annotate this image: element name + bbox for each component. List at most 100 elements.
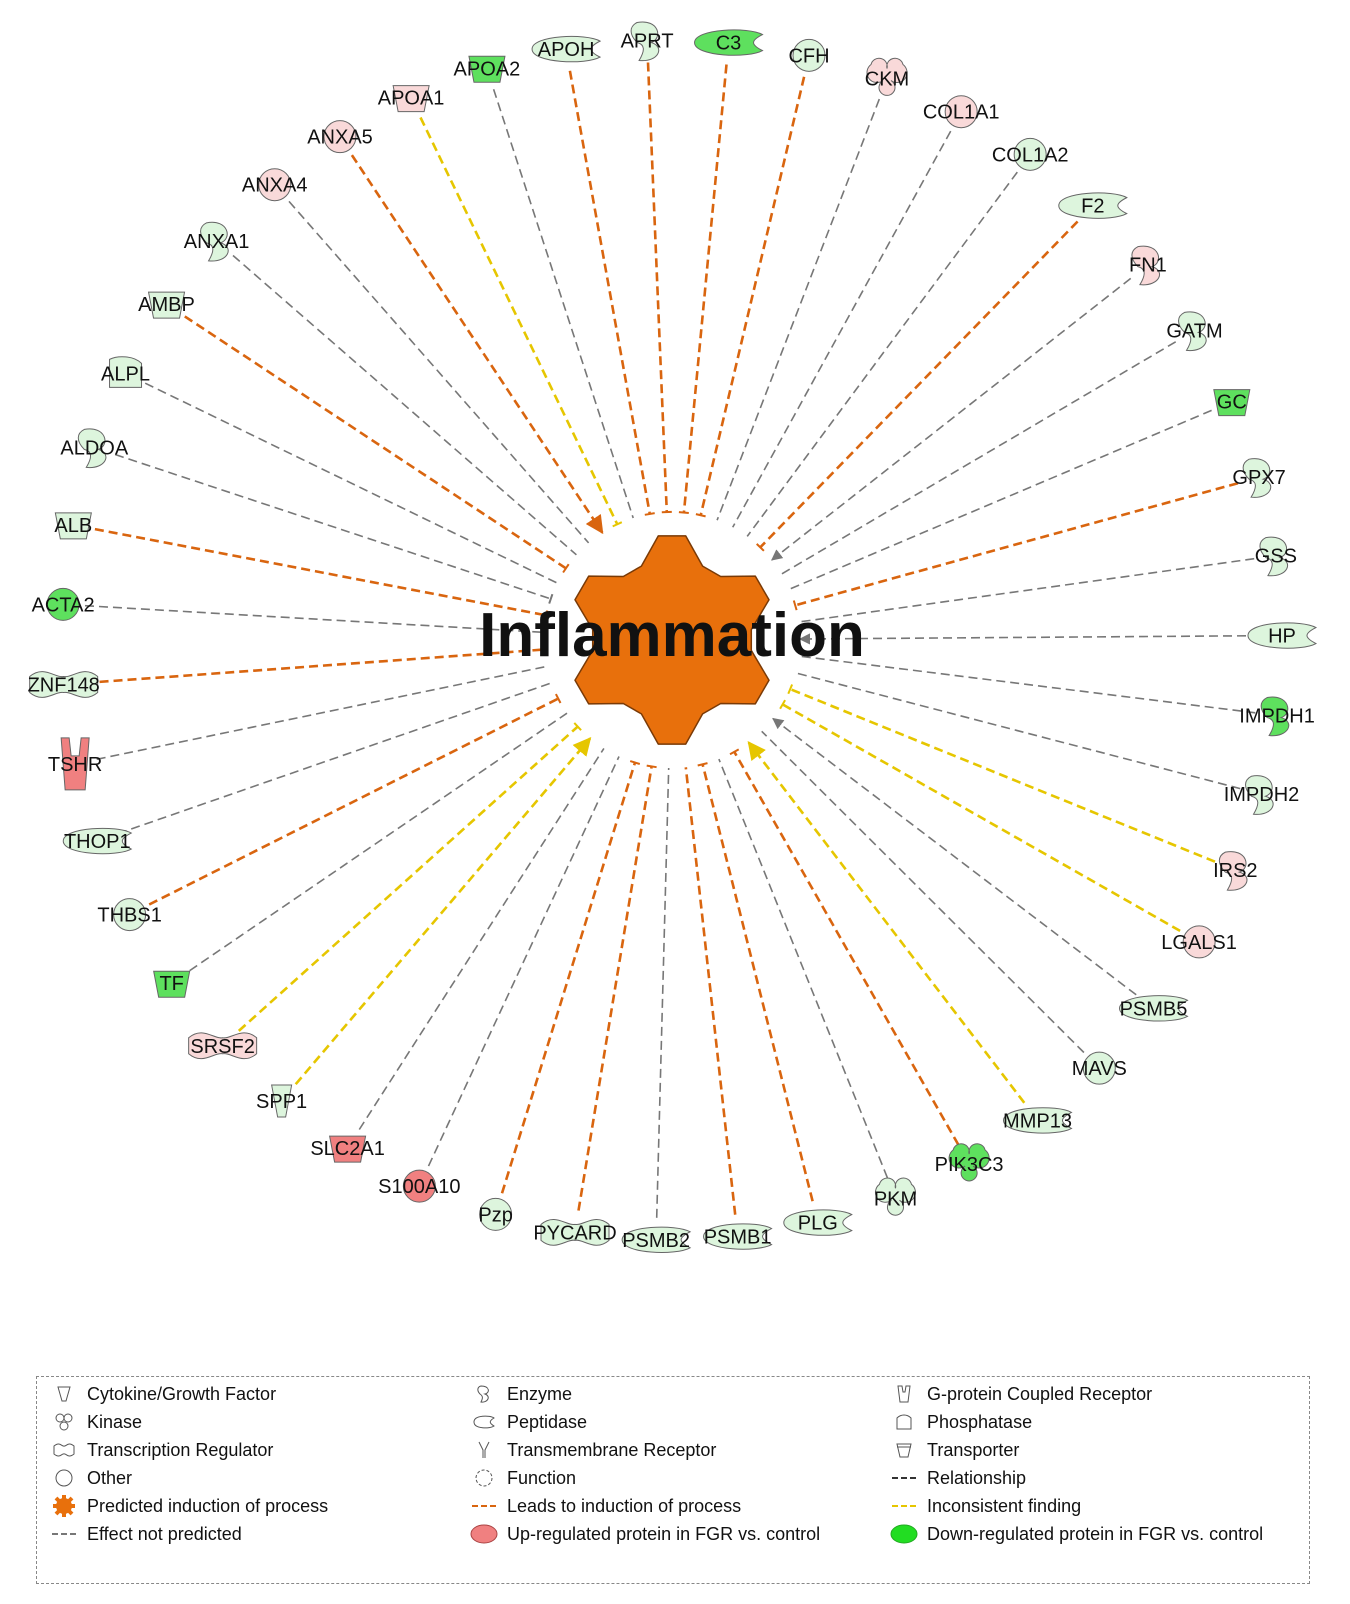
edge-acta2[interactable] [84,604,545,634]
edge-fn1[interactable] [771,277,1132,561]
edge-lgals1[interactable] [781,703,1181,933]
node-tshr[interactable]: TSHR [48,737,102,791]
edge-mavs[interactable] [761,730,1085,1054]
edge-irs2[interactable] [789,687,1216,863]
node-gatm[interactable]: GATM [1166,311,1223,351]
node-impdh1[interactable]: IMPDH1 [1239,696,1315,737]
node-spp1[interactable]: SPP1 [256,1084,307,1118]
edge-tshr[interactable] [96,665,547,761]
node-alb[interactable]: ALB [54,512,92,540]
edge-aldoa[interactable] [114,453,552,600]
edge-gc[interactable] [789,409,1212,590]
edge-tf[interactable] [189,712,568,972]
node-gc[interactable]: GC [1213,389,1251,417]
edge-col1a1[interactable] [731,130,952,528]
edge-c3[interactable] [682,64,728,513]
node-plg[interactable]: PLG [783,1209,853,1236]
node-col1a2[interactable]: COL1A2 [992,137,1069,171]
node-col1a1[interactable]: COL1A1 [923,95,1000,129]
edge-col1a2[interactable] [746,171,1018,537]
edge-thop1[interactable] [117,682,552,835]
node-pik3c3[interactable]: PIK3C3 [935,1143,1004,1182]
not-predicted-line-icon [49,1523,79,1545]
edge-gss[interactable] [798,557,1255,623]
node-irs2[interactable]: IRS2 [1213,851,1258,891]
edge-hp[interactable] [798,633,1261,645]
node-lgals1[interactable]: LGALS1 [1161,925,1237,959]
edge-apoa2[interactable] [492,88,634,519]
node-thop1[interactable]: THOP1 [62,827,133,855]
node-slc2a1[interactable]: SLC2A1 [310,1135,385,1163]
node-f2[interactable]: F2 [1058,192,1128,219]
node-apoa2[interactable]: APOA2 [454,55,521,83]
edge-ambp[interactable] [184,315,567,570]
node-anxa4[interactable]: ANXA4 [242,168,308,202]
edge-anxa5[interactable] [350,154,604,535]
node-aldoa[interactable]: ALDOA [60,428,129,468]
node-mmp13[interactable]: MMP13 [1002,1107,1073,1134]
node-gpx7[interactable]: GPX7 [1232,458,1286,498]
edge-pzp[interactable] [500,762,637,1194]
edge-mmp13[interactable] [747,741,1026,1104]
node-aprt[interactable]: APRT [621,21,674,62]
edge-psmb2[interactable] [655,767,670,1218]
edge-s100a10[interactable] [427,756,620,1167]
edge-impdh1[interactable] [798,655,1256,714]
edge-ckm[interactable] [716,98,881,521]
edge-slc2a1[interactable] [358,747,605,1130]
edge-spp1[interactable] [294,737,592,1086]
edge-psmb5[interactable] [772,717,1137,996]
node-pzp[interactable]: Pzp [478,1197,513,1231]
node-fn1[interactable]: FN1 [1129,245,1167,286]
edge-thbs1[interactable] [148,697,559,906]
edge-apoa1[interactable] [419,116,619,525]
node-tf[interactable]: TF [153,970,191,998]
node-alpl[interactable]: ALPL [101,356,150,388]
node-psmb1[interactable]: PSMB1 [703,1223,773,1250]
node-pkm[interactable]: PKM [874,1177,917,1216]
node-apoa1[interactable]: APOA1 [378,85,445,113]
edge-srsf2[interactable] [237,725,579,1032]
node-acta2[interactable]: ACTA2 [32,587,95,621]
node-anxa5[interactable]: ANXA5 [307,120,373,154]
edge-psmb1[interactable] [684,767,737,1215]
edge-pycard[interactable] [577,766,653,1211]
node-hp[interactable]: HP [1247,622,1318,649]
node-psmb2[interactable]: PSMB2 [621,1226,692,1253]
edge-aprt[interactable] [646,62,669,513]
edge-f2[interactable] [759,220,1079,549]
edge-anxa1[interactable] [232,254,577,556]
node-mavs[interactable]: MAVS [1072,1051,1127,1085]
node-apoh[interactable]: APOH [531,35,602,63]
edge-plg[interactable] [701,763,814,1202]
node-gss[interactable]: GSS [1255,536,1297,577]
edge-anxa4[interactable] [288,200,590,544]
center-function-node[interactable]: Inflammation [479,535,865,745]
node-znf148[interactable]: ZNF148 [28,671,100,698]
edge-apoh[interactable] [568,70,652,515]
node-thbs1[interactable]: THBS1 [97,898,162,932]
edge-alpl[interactable] [144,382,558,584]
node-pycard[interactable]: PYCARD [533,1219,617,1246]
edge-cfh[interactable] [699,76,806,516]
edge-alb[interactable] [94,527,547,617]
node-cfh[interactable]: CFH [788,38,830,72]
edge-gpx7[interactable] [794,481,1239,607]
edge-gatm[interactable] [781,341,1177,575]
node-s100a10[interactable]: S100A10 [378,1169,460,1203]
node-anxa1[interactable]: ANXA1 [184,221,250,262]
edge-znf148[interactable] [85,648,545,685]
edge-pkm[interactable] [718,758,889,1179]
node-srsf2[interactable]: SRSF2 [188,1032,258,1060]
node-ckm[interactable]: CKM [865,57,909,96]
edge-pik3c3[interactable] [733,751,960,1146]
node-psmb5[interactable]: PSMB5 [1119,995,1189,1022]
node-c3[interactable]: C3 [694,29,764,56]
node-ambp[interactable]: AMBP [138,291,195,319]
legend-label: Down-regulated protein in FGR vs. contro… [927,1523,1264,1544]
node-impdh2[interactable]: IMPDH2 [1224,775,1300,815]
edge-impdh2[interactable] [795,672,1241,790]
legend-label: Peptidase [507,1411,588,1432]
node-label: PKM [874,1188,917,1210]
